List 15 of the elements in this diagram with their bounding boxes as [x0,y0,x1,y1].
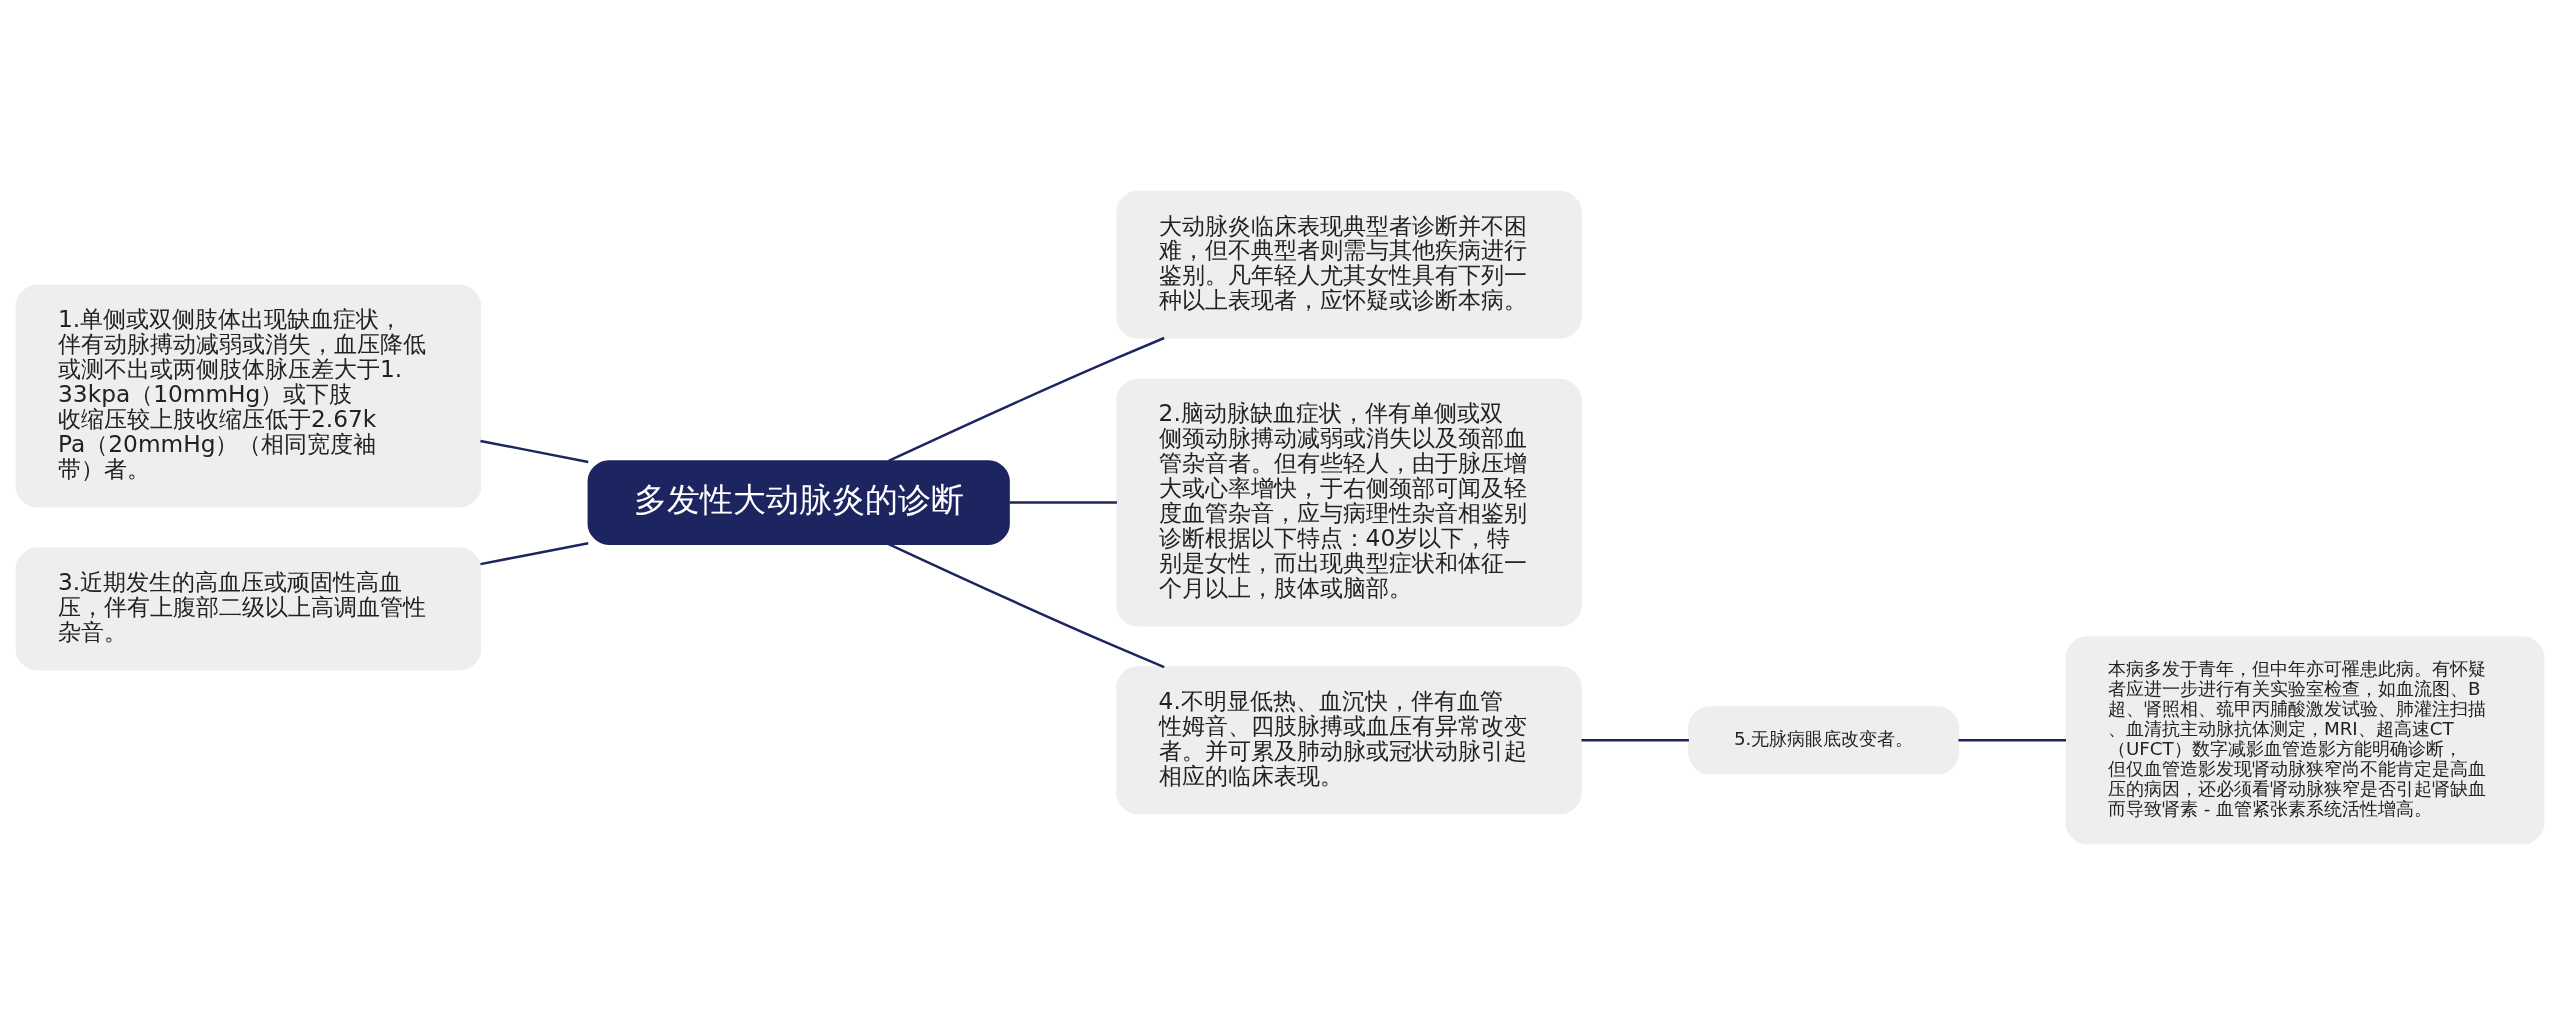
node-box: 本病多发于青年，但中年亦可罹患此病。有怀疑者应进一步进行有关实验室检查，如血流图、B超、肾照相、巯甲丙脯酸激发试验、肺灌注扫描、血清抗主动脉抗体测定，MRI、超高速CT（UFCT）数字减影血管造影方能明确诊断，但仅血管造影发现肾动脉狭窄尚不能肯定是高血压的病因，还必须看肾动脉狭窄是否引起肾缺血而导致肾素 - 血管紧张素系统活性增高。 [2065,636,2545,845]
node-box: 3.近期发生的高血压或顽固性高血压，伴有上腹部二级以上高调血管性杂音。 [15,547,482,671]
connector [888,543,1165,669]
node-box: 大动脉炎临床表现典型者诊断并不困难，但不典型者则需与其他疾病进行鉴别。凡年轻人尤其女性具有下列一种以上表现者，应怀疑或诊断本病。 [1116,190,1582,339]
node-box: 多发性大动脉炎的诊断 [587,460,1010,545]
node-box: 1.单侧或双侧肢体出现缺血症状，伴有动脉搏动减弱或消失，血压降低或测不出或两侧肢体脉压差大于1.33kpa（10mmHg）或下肢收缩压较上肢收缩压低于2.67kPa（20mmHg）（相同宽度袖带）者。 [15,284,482,508]
node-box: 5.无脉病眼底改变者。 [1688,706,1960,775]
connector [1958,739,2067,742]
connector [1581,739,1689,742]
connector [480,541,589,566]
node-box: 4.不明显低热、血沉快，伴有血管性姆音、四肢脉搏或血压有异常改变者。并可累及肺动脉或冠状动脉引起相应的临床表现。 [1116,666,1582,815]
connector [888,336,1165,463]
connector [480,439,589,464]
connector [1009,501,1117,504]
node-box: 2.脑动脉缺血症状，伴有单侧或双侧颈动脉搏动减弱或消失以及颈部血管杂音者。但有些轻人，由于脉压增大或心率增快，于右侧颈部可闻及轻度血管杂音，应与病理性杂音相鉴别诊断根据以下特点：40岁以下，特别是女性，而出现典型症状和体征一个月以上，肢体或脑部。 [1116,378,1582,627]
